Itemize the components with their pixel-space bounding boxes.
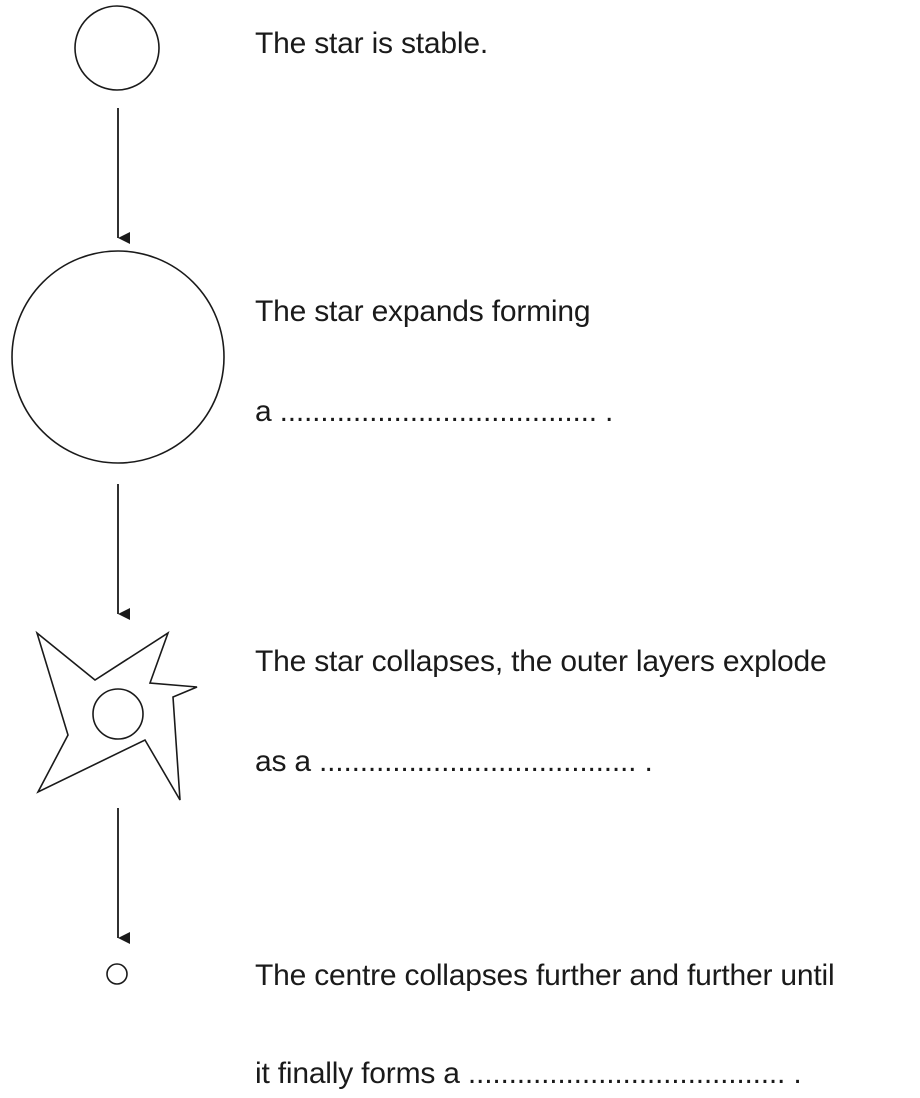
stage-4-text-line-1: The centre collapses further and further… xyxy=(255,959,835,992)
stage-3-blank-line[interactable]: as a ...................................… xyxy=(255,745,653,778)
stage-2-blank-line[interactable]: a ......................................… xyxy=(255,395,614,428)
collapsed-core-circle xyxy=(106,963,128,985)
stage-1-text: The star is stable. xyxy=(255,27,488,60)
stable-star-circle xyxy=(74,5,160,91)
stage-2-text-line-1: The star expands forming xyxy=(255,295,591,328)
exploding-star-core-circle xyxy=(92,688,144,740)
expanded-star-circle xyxy=(11,250,225,464)
stage-3-text-line-1: The star collapses, the outer layers exp… xyxy=(255,645,827,678)
stage-4-blank-line[interactable]: it finally forms a .....................… xyxy=(255,1057,802,1090)
exploding-star-shape xyxy=(35,630,198,801)
